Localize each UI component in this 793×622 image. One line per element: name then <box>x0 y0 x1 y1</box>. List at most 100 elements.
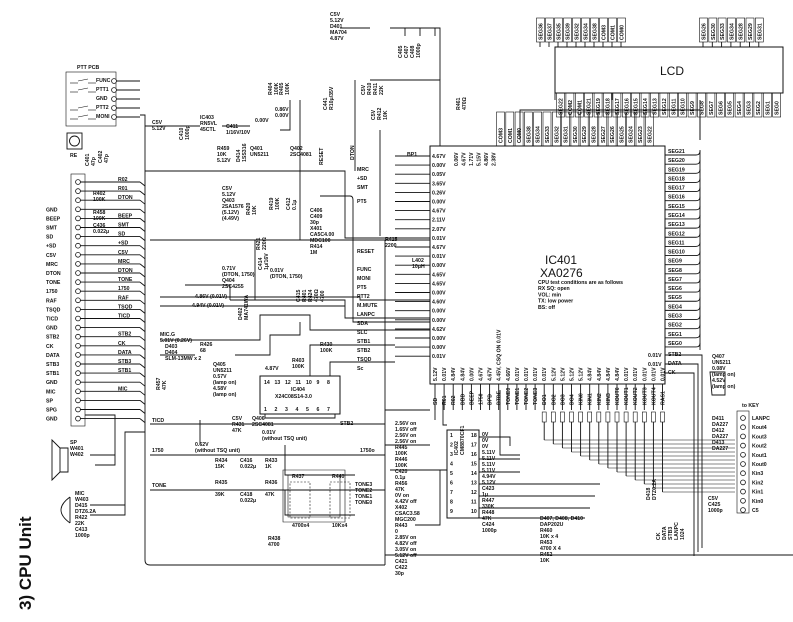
component-label-c415: 470Ω <box>314 289 320 302</box>
connector-signal-label: C5V <box>118 250 129 256</box>
component-label-r404: 100K <box>274 82 280 95</box>
component-label-ic402r: 5.11V <box>482 468 496 474</box>
resistor <box>632 411 638 423</box>
key-connector-pin <box>740 497 746 504</box>
wire <box>695 315 701 320</box>
key-connector-pin <box>740 415 746 421</box>
connector-pin-label: DATA <box>46 353 60 359</box>
ic401-top-pin <box>626 111 636 147</box>
component-label-bottom_bus: LANPC <box>674 522 680 540</box>
component-label-r421: R421 <box>256 237 262 250</box>
component-label-r404: R404 <box>268 82 274 95</box>
component-label-mic_g: MIC.G <box>160 332 175 338</box>
lcd-bottom-pin-label: COM2 <box>568 100 574 115</box>
component-label-ic402v: CSAC3.58 <box>395 511 420 517</box>
ic401-top-pin-label: SEG38 <box>526 126 532 143</box>
component-label-c405: C408 <box>410 45 416 58</box>
connector-pin-label: SPG <box>46 408 57 414</box>
component-label-c410: 1000p <box>185 125 191 140</box>
component-label-ic404: R430 <box>320 342 333 348</box>
encoder-label: RE <box>70 153 78 159</box>
component-label-c441: R10μ/35V <box>329 86 335 110</box>
ic401-seg-label: SEG6 <box>668 286 682 292</box>
wire <box>695 160 701 165</box>
wire <box>139 309 146 314</box>
key-connector-pin-label: LANPC <box>752 416 770 422</box>
component-label-ic404: 100K <box>292 364 305 370</box>
key-connector-pin-label: Kin0 <box>752 499 763 505</box>
component-label-ic402v: 3.05V on <box>395 547 416 553</box>
resistor <box>660 411 665 423</box>
component-label-d418: D418 <box>646 487 652 500</box>
ic401-seg-label: SEG16 <box>668 195 685 201</box>
resistor <box>641 411 647 423</box>
component-label-r434: R434 <box>215 458 228 464</box>
connector-pin-label: GND <box>46 207 58 213</box>
component-label-r410: 22K <box>379 85 385 95</box>
lcd-top-pin <box>754 17 764 43</box>
ic401-bottom-voltage: 4.84V <box>597 367 603 381</box>
component-label-ic402v: C421 <box>395 559 408 565</box>
ic401-right-pin-voltage: 0.01V <box>648 353 662 359</box>
page-title: 3) CPU Unit <box>16 516 35 610</box>
lcd-top-pin <box>599 17 608 43</box>
connector-signal-label: MIC <box>118 386 128 392</box>
ic401-pin-voltage: 0.00V <box>432 263 446 269</box>
component-label-tones: TONE3 <box>355 482 372 488</box>
lcd-top-pin <box>617 17 626 43</box>
component-label-r410: R410 <box>367 82 373 95</box>
ic401-input-signal: LANPC <box>357 312 375 318</box>
lcd-bottom-pin-label: SEG17 <box>615 98 621 115</box>
ic401-bottom-voltage: 4.67V <box>479 367 485 381</box>
ic401-right-pin-label: CK <box>668 370 676 376</box>
connector-pin-label: TSQD <box>46 307 61 313</box>
component-label-r459: 10K <box>217 152 227 158</box>
component-label-d407: DAP202U <box>540 522 564 528</box>
ic401-top-pin <box>533 111 543 147</box>
key-connector-pin <box>740 442 746 449</box>
component-label-q404v: 0.01V <box>270 268 284 274</box>
component-label-c415: R401 <box>302 289 308 302</box>
ic401-bottom-voltage: 0.01V <box>624 367 630 381</box>
ic401-input-signal: MRC <box>357 167 369 173</box>
component-label-q403: 5.12V <box>222 192 236 198</box>
component-label-r459: R459 <box>217 146 230 152</box>
component-label-tones: TONE2 <box>355 488 372 494</box>
ic401-top-pin-label: COM0 <box>517 128 523 143</box>
ic401-seg-label: SEG2 <box>668 323 682 329</box>
wire <box>139 227 146 232</box>
lcd-bottom-pin <box>706 92 716 118</box>
ic401-bottom-voltage: 0.01V <box>442 367 448 381</box>
component-label-q407: (lamp on) <box>712 372 736 378</box>
lcd-top-pin-label: COM3 <box>602 25 608 40</box>
ic401-pin-voltage: 0.01V <box>432 354 446 360</box>
ptt-switch-gnd: GND <box>96 96 108 102</box>
component-label-d401: 5.12V <box>330 18 344 24</box>
component-label-ic402v: MGC200 <box>395 517 416 523</box>
connector-signal-label: R02 <box>118 177 128 183</box>
component-label-ic402r: 1000p <box>482 528 497 534</box>
ic401-input-signal: PT5 <box>357 199 367 205</box>
ic401-top-pin-label: SEG23 <box>638 126 644 143</box>
connector-signal-label: DTON <box>118 195 133 201</box>
lcd-bottom-pin <box>753 92 763 118</box>
wire <box>695 187 701 193</box>
component-label-ic402v: 4.42V off <box>395 499 417 505</box>
ic401-test-note: BS: off <box>538 305 555 311</box>
connector-pin <box>75 242 81 249</box>
component-label-r412: C5V <box>371 109 377 120</box>
wire <box>695 297 701 302</box>
lcd-bottom-pin-label: SEG2 <box>756 101 762 115</box>
microphone-symbol <box>60 496 71 524</box>
component-label-q404: Q404 <box>222 278 235 284</box>
lcd-bottom-pin-label: SEG16 <box>624 98 630 115</box>
connector-pin-label: SMT <box>46 226 58 232</box>
component-label-q404: (DTON, 1750) <box>222 272 255 278</box>
ic401-seg-label: SEG19 <box>668 167 685 173</box>
lcd-top-pin <box>708 17 718 43</box>
component-label-r410: C5V <box>361 84 367 95</box>
ic401-bottom-voltage: 4.84V <box>588 367 594 381</box>
component-label-r434: 15K <box>215 464 225 470</box>
connector-pin-label: SD <box>46 235 53 241</box>
component-label-r420: 10K <box>252 205 258 215</box>
